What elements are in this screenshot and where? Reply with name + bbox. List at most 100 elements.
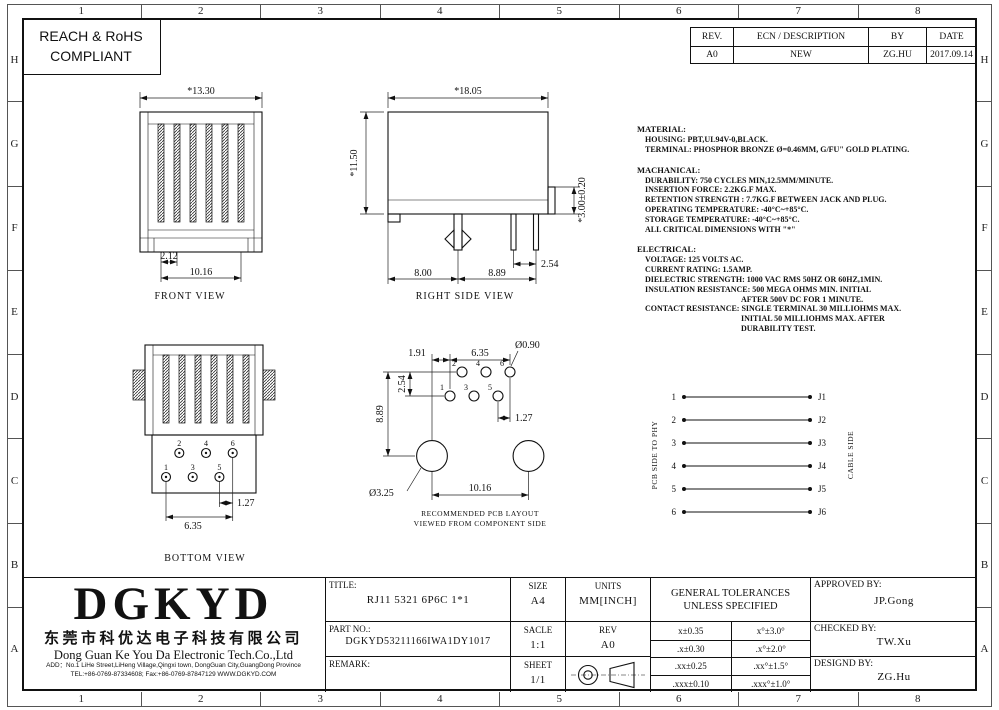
dim-pcb-v1: 8.89 [375, 405, 386, 423]
grid-ref-cell: C [7, 438, 22, 522]
remark-cell: REMARK: [325, 656, 510, 692]
grid-ref-label: 2 [198, 5, 204, 17]
rev-label: REV [599, 625, 617, 635]
electrical-body: VOLTAGE: 125 VOLTS AC. CURRENT RATING: 1… [645, 255, 902, 333]
dim-front-span: 10.16 [190, 267, 213, 278]
company-block: DGKYD 东莞市科优达电子科技有限公司 Dong Guan Ke You Da… [22, 578, 325, 692]
grid-ref-label: G [980, 137, 989, 150]
compliance-box: REACH & RoHS COMPLIANT [22, 18, 161, 75]
wire-pin: 4 [672, 461, 677, 471]
grid-ref-label: D [980, 390, 989, 403]
grid-ref-label: 3 [317, 693, 324, 705]
dim-side-c: 2.54 [541, 259, 559, 270]
tolerance-cell: .x°±2.0° [730, 639, 810, 657]
grid-ref-label: 3 [317, 5, 324, 17]
electrical-title: ELECTRICAL: [637, 244, 697, 255]
grid-ref-label: B [980, 559, 989, 572]
size-label: SIZE [528, 581, 548, 591]
wiring-left-label: PCB SIDE TO PHY [650, 421, 659, 490]
grid-ref-cell: H [977, 18, 992, 101]
grid-ref-cell: 6 [618, 4, 739, 18]
pin-number: 5 [217, 463, 221, 472]
grid-ref-cell: 2 [140, 692, 261, 706]
grid-ref-left: H G F E D C B A [7, 18, 22, 691]
dim-pcb-small-hole: Ø0.90 [515, 340, 540, 351]
tolerance-cell: .xxx°±1.0° [730, 674, 810, 692]
pin-number: 1 [440, 383, 444, 392]
grid-ref-label: 7 [795, 693, 802, 705]
remark-label: REMARK: [329, 659, 371, 669]
grid-ref-label: A [980, 643, 989, 656]
grid-ref-label: C [10, 474, 19, 487]
pin-number: 3 [191, 463, 195, 472]
dim-pcb-c: 1.27 [515, 413, 533, 424]
units-label: UNITS [594, 581, 622, 591]
grid-ref-label: H [980, 53, 989, 66]
grid-ref-cell: 5 [499, 692, 619, 706]
wire-jack: J4 [818, 461, 827, 471]
pin-number: 4 [204, 439, 208, 448]
scale-cell: SACLE 1:1 [510, 621, 565, 656]
title-value: RJ11 5321 6P6C 1*1 [366, 594, 470, 606]
grid-ref-label: H [10, 53, 19, 66]
approved-label: APPROVED BY: [814, 580, 882, 590]
company-name-cn: 东莞市科优达电子科技有限公司 [43, 631, 303, 647]
material-body: HOUSING: PBT,UL94V-0,BLACK. TERMINAL: PH… [645, 135, 910, 154]
grid-ref-label: 8 [915, 5, 921, 17]
grid-ref-label: 2 [198, 693, 204, 705]
grid-ref-cell: B [977, 522, 992, 607]
grid-ref-cell: 8 [857, 4, 978, 18]
pin-number: 3 [464, 383, 468, 392]
tolerance-cell: x±0.35 [678, 625, 704, 636]
rev-row-by: ZG.HU [868, 46, 926, 63]
third-angle-projection-icon [571, 661, 645, 688]
tolerance-header-line1: GENERAL TOLERANCES [670, 587, 791, 599]
dim-pcb-b: 6.35 [471, 348, 489, 359]
pin-number: 2 [177, 439, 181, 448]
grid-ref-cell: D [7, 354, 22, 438]
grid-ref-label: D [10, 390, 19, 403]
tolerance-cell: x°±3.0° [730, 622, 811, 640]
wire-pin: 6 [672, 507, 677, 517]
pin-number: 1 [164, 463, 168, 472]
wire-pin: 1 [672, 392, 677, 402]
wire-pin: 2 [672, 415, 677, 425]
grid-ref-top: 1 2 3 4 5 6 7 8 [22, 4, 977, 18]
scale-value: 1:1 [530, 639, 546, 651]
grid-ref-label: 4 [437, 5, 443, 17]
rev-header-rev: REV. [701, 32, 723, 42]
checked-label: CHECKED BY: [814, 624, 877, 634]
mechanical-body: DURABILITY: 750 CYCLES MIN,12.5MM/MINUTE… [645, 175, 887, 234]
grid-ref-right: H G F E D C B A [977, 18, 992, 691]
grid-ref-label: 1 [78, 693, 85, 705]
rev-row-date: 2017.09.14 [926, 46, 976, 63]
rev-value: A0 [600, 639, 616, 651]
wire-jack: J3 [818, 438, 827, 448]
bottom-view-label: BOTTOM VIEW [164, 553, 246, 564]
wire-jack: J6 [818, 507, 827, 517]
grid-ref-cell: E [7, 269, 22, 354]
dim-side-width: *18.05 [454, 86, 482, 97]
grid-ref-cell: G [977, 101, 992, 185]
tolerance-cell: .xx±0.25 [651, 657, 731, 675]
right-side-view-drawing: *18.05 *11.50 *3.00±0.20 2.54 8.00 8.89 [349, 86, 588, 284]
grid-ref-cell: 4 [379, 4, 500, 18]
grid-ref-cell: 5 [499, 4, 619, 18]
grid-ref-cell: F [7, 185, 22, 270]
designed-label: DESIGND BY: [814, 659, 874, 669]
grid-ref-cell: 7 [738, 692, 858, 706]
grid-ref-cell: 1 [22, 4, 141, 18]
grid-ref-cell: F [977, 185, 992, 270]
dim-bottom-span: 6.35 [184, 521, 202, 532]
grid-ref-label: G [10, 137, 19, 150]
sheet-cell: SHEET 1/1 [510, 656, 565, 692]
title-block: DGKYD 东莞市科优达电子科技有限公司 Dong Guan Ke You Da… [22, 577, 977, 692]
dim-pcb-a: 1.91 [408, 348, 426, 359]
tolerance-grid: x±0.35 x°±3.0° .x±0.30 .x°±2.0° .xx±0.25… [650, 621, 810, 692]
pcb-layout-drawing: 1.91 6.35 Ø0.90 8.89 2.54 1 2 3 4 5 6 1.… [369, 340, 546, 528]
scale-label: SACLE [523, 625, 553, 635]
checked-value: TW.Xu [876, 636, 912, 648]
right-side-view-label: RIGHT SIDE VIEW [415, 291, 515, 302]
grid-ref-cell: A [7, 606, 22, 691]
units-cell: UNITS MM[INCH] [565, 578, 650, 621]
